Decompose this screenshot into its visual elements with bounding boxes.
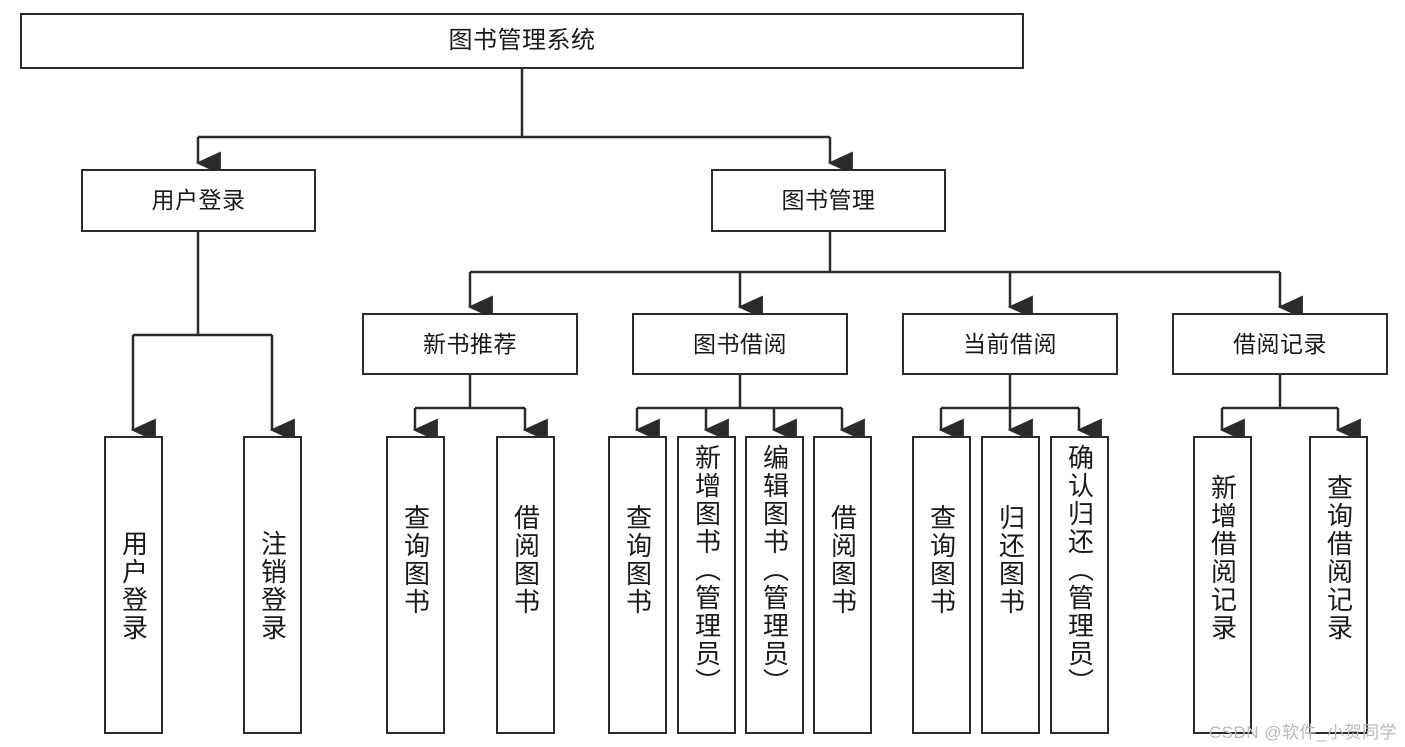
node-label: 注销登录 — [257, 530, 288, 642]
node-label: 用户登录 — [118, 530, 149, 642]
leaf-borrow-book-recommend[interactable]: 借阅图书 — [496, 436, 555, 734]
node-label: 查询图书 — [622, 504, 653, 616]
node-label: 图书管理系统 — [448, 27, 596, 55]
leaf-query-book-recommend[interactable]: 查询图书 — [386, 436, 445, 734]
leaf-confirm-return-admin[interactable]: 确认归还（管理员） — [1050, 436, 1109, 734]
node-label: 图书管理 — [781, 187, 876, 214]
leaf-borrow-book[interactable]: 借阅图书 — [813, 436, 872, 734]
leaf-add-borrow-record[interactable]: 新增借阅记录 — [1193, 436, 1252, 734]
node-label: 查询图书 — [926, 504, 957, 616]
node-label: 确认归还（管理员） — [1064, 444, 1095, 696]
leaf-return-book[interactable]: 归还图书 — [981, 436, 1040, 734]
node-label: 新增图书（管理员） — [691, 444, 722, 696]
watermark: CSDN @软件_小贺同学 — [1208, 723, 1397, 742]
node-book-management[interactable]: 图书管理 — [711, 169, 946, 232]
node-borrow-record[interactable]: 借阅记录 — [1172, 313, 1388, 375]
leaf-query-book-current[interactable]: 查询图书 — [912, 436, 971, 734]
node-label: 当前借阅 — [963, 330, 1057, 357]
leaf-add-book-admin[interactable]: 新增图书（管理员） — [677, 436, 736, 734]
node-label: 借阅图书 — [510, 504, 541, 616]
leaf-query-book-borrow[interactable]: 查询图书 — [608, 436, 667, 734]
node-label: 新书推荐 — [423, 330, 517, 357]
node-new-book-recommend[interactable]: 新书推荐 — [362, 313, 578, 375]
node-label: 归还图书 — [995, 504, 1026, 616]
node-label: 编辑图书（管理员） — [759, 444, 790, 696]
node-label: 新增借阅记录 — [1207, 474, 1238, 642]
node-current-borrow[interactable]: 当前借阅 — [902, 313, 1118, 375]
leaf-edit-book-admin[interactable]: 编辑图书（管理员） — [745, 436, 804, 734]
leaf-query-borrow-record[interactable]: 查询借阅记录 — [1309, 436, 1368, 734]
node-label: 查询借阅记录 — [1323, 474, 1354, 642]
node-book-borrow[interactable]: 图书借阅 — [632, 313, 848, 375]
node-label: 用户登录 — [151, 187, 246, 214]
node-label: 图书借阅 — [693, 330, 787, 357]
node-label: 查询图书 — [400, 504, 431, 616]
leaf-logout[interactable]: 注销登录 — [243, 436, 302, 734]
node-label: 借阅图书 — [827, 504, 858, 616]
node-label: 借阅记录 — [1233, 330, 1327, 357]
node-root-system[interactable]: 图书管理系统 — [20, 13, 1024, 69]
leaf-user-login[interactable]: 用户登录 — [104, 436, 163, 734]
node-user-login[interactable]: 用户登录 — [81, 169, 316, 232]
